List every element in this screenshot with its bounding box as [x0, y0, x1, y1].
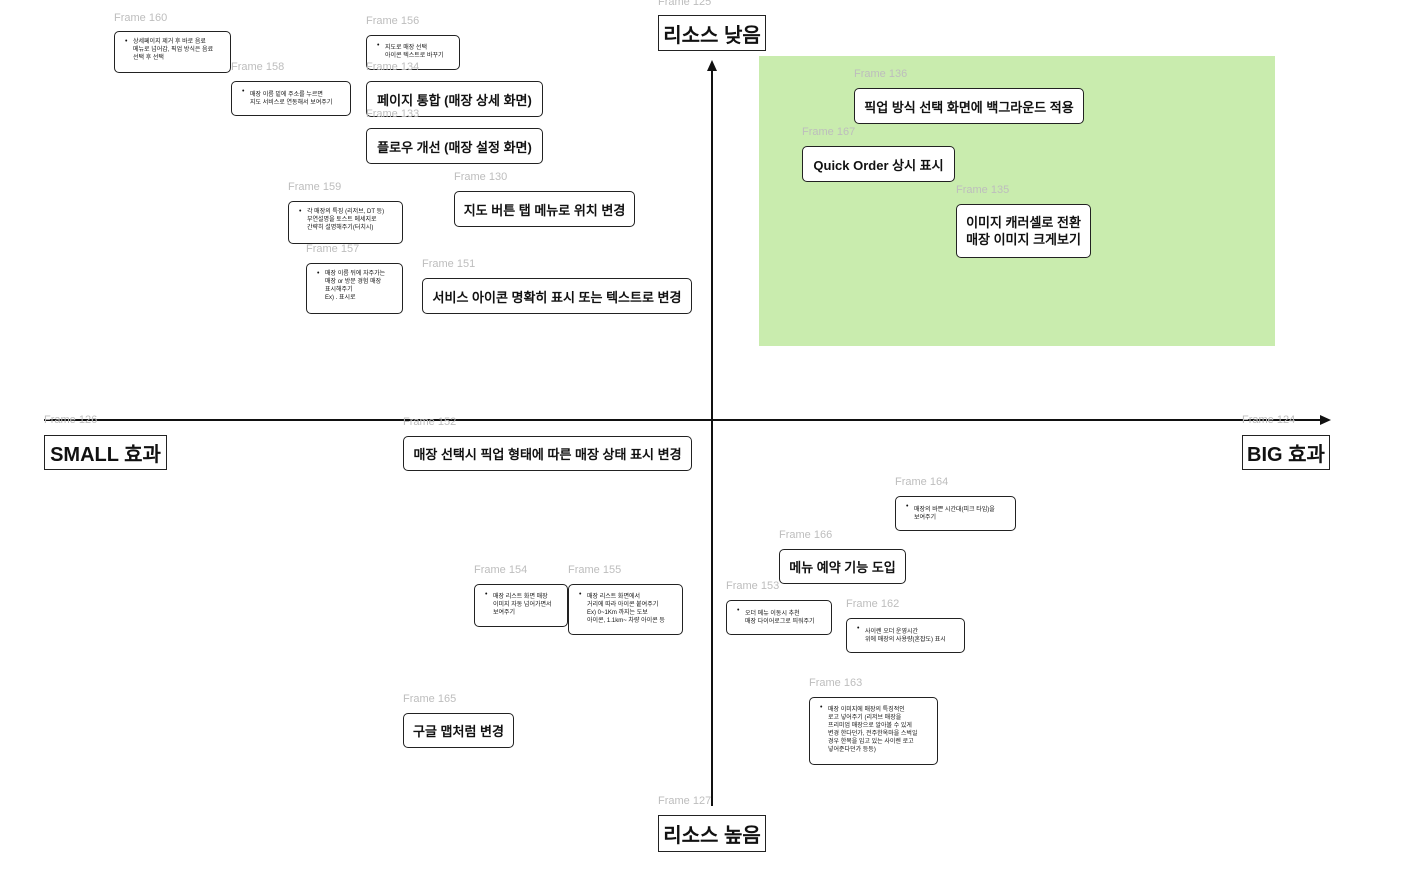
frame-label: Frame 162 [846, 598, 900, 610]
frame-label: Frame 155 [568, 564, 622, 576]
idea-box[interactable]: 지도 버튼 탭 메뉴로 위치 변경 [454, 191, 635, 227]
idea-text-line: 매장 이미지 크게보기 [966, 232, 1081, 247]
idea-box[interactable]: 구글 맵처럼 변경 [403, 713, 514, 748]
idea-note[interactable]: 오더 메뉴 이동시 추천 매장 다이어로그로 띄워주기 [726, 600, 832, 635]
idea-note[interactable]: 지도로 매장 선택 아이콘 텍스트로 바꾸기 [366, 35, 460, 70]
axis-label-small-effect[interactable]: SMALL 효과 [44, 435, 167, 470]
frame-label: Frame 134 [366, 61, 420, 73]
frame-label: Frame 159 [288, 181, 342, 193]
frame-label: Frame 126 [44, 414, 98, 426]
frame-label: Frame 152 [403, 416, 457, 428]
frame-label: Frame 166 [779, 529, 833, 541]
frame-label: Frame 136 [854, 68, 908, 80]
idea-note[interactable]: 상세페이지 제거 후 바로 음료 메뉴로 넘어감, 픽업 방식은 음료 선택 후… [114, 31, 231, 73]
frame-label: Frame 157 [306, 243, 360, 255]
idea-box[interactable]: Quick Order 상시 표시 [802, 146, 955, 182]
frame-label: Frame 133 [366, 108, 420, 120]
horizontal-arrowhead [1320, 415, 1331, 425]
frame-label: Frame 163 [809, 677, 863, 689]
frame-label: Frame 156 [366, 15, 420, 27]
idea-box[interactable]: 픽업 방식 선택 화면에 백그라운드 적용 [854, 88, 1084, 124]
frame-label: Frame 135 [956, 184, 1010, 196]
idea-box[interactable]: 플로우 개선 (매장 설정 화면) [366, 128, 543, 164]
frame-label: Frame 127 [658, 795, 712, 807]
frame-label: Frame 165 [403, 693, 457, 705]
axis-label-resource-high[interactable]: 리소스 높음 [658, 815, 766, 852]
idea-box[interactable]: 이미지 캐러셀로 전환 매장 이미지 크게보기 [956, 204, 1091, 258]
idea-box[interactable]: 매장 선택시 픽업 형태에 따른 매장 상태 표시 변경 [403, 436, 692, 471]
frame-label: Frame 125 [658, 0, 712, 8]
idea-note[interactable]: 매장 이미지에 매장의 특징적인 로고 넣어주기 (리저브 매장을 프리미엄 매… [809, 697, 938, 765]
idea-box[interactable]: 페이지 통합 (매장 상세 화면) [366, 81, 543, 117]
frame-label: Frame 154 [474, 564, 528, 576]
idea-box[interactable]: 메뉴 예약 기능 도입 [779, 549, 906, 584]
axis-label-resource-low[interactable]: 리소스 낮음 [658, 15, 766, 51]
axis-label-big-effect[interactable]: BIG 효과 [1242, 435, 1330, 470]
frame-label: Frame 151 [422, 258, 476, 270]
idea-note[interactable]: 매장 이름 밑에 주소를 누르면 지도 서비스로 연동해서 보여주기 [231, 81, 351, 116]
frame-label: Frame 130 [454, 171, 508, 183]
frame-label: Frame 164 [895, 476, 949, 488]
frame-label: Frame 158 [231, 61, 285, 73]
idea-note[interactable]: 사이렌 오더 운영시간 위에 매장의 사용량(혼잡도) 표시 [846, 618, 965, 653]
idea-note[interactable]: 매장 리스트 화면 매장 이미지 자동 넘어가면서 보여주기 [474, 584, 568, 627]
idea-note[interactable]: 매장 이름 뒤에 자주가는 매장 or 방문 경험 매장 표시해주기 Ex) .… [306, 263, 403, 314]
idea-note[interactable]: 각 매장의 특징 (리저브, DT 등) 부연설명을 토스트 메세지로 간략히 … [288, 201, 403, 244]
idea-note[interactable]: 매장 리스트 화면에서 거리에 따라 아이콘 붙여주기 Ex) 0~1Km 까지… [568, 584, 683, 635]
frame-label: Frame 160 [114, 12, 168, 24]
idea-note[interactable]: 매장의 바쁜 시간대(피크 타임)을 보여주기 [895, 496, 1016, 531]
frame-label: Frame 124 [1242, 414, 1296, 426]
idea-box[interactable]: 서비스 아이콘 명확히 표시 또는 텍스트로 변경 [422, 278, 692, 314]
idea-text-line: 이미지 캐러셀로 전환 [966, 215, 1081, 230]
frame-label: Frame 153 [726, 580, 780, 592]
vertical-arrowhead [707, 60, 717, 71]
frame-label: Frame 167 [802, 126, 856, 138]
